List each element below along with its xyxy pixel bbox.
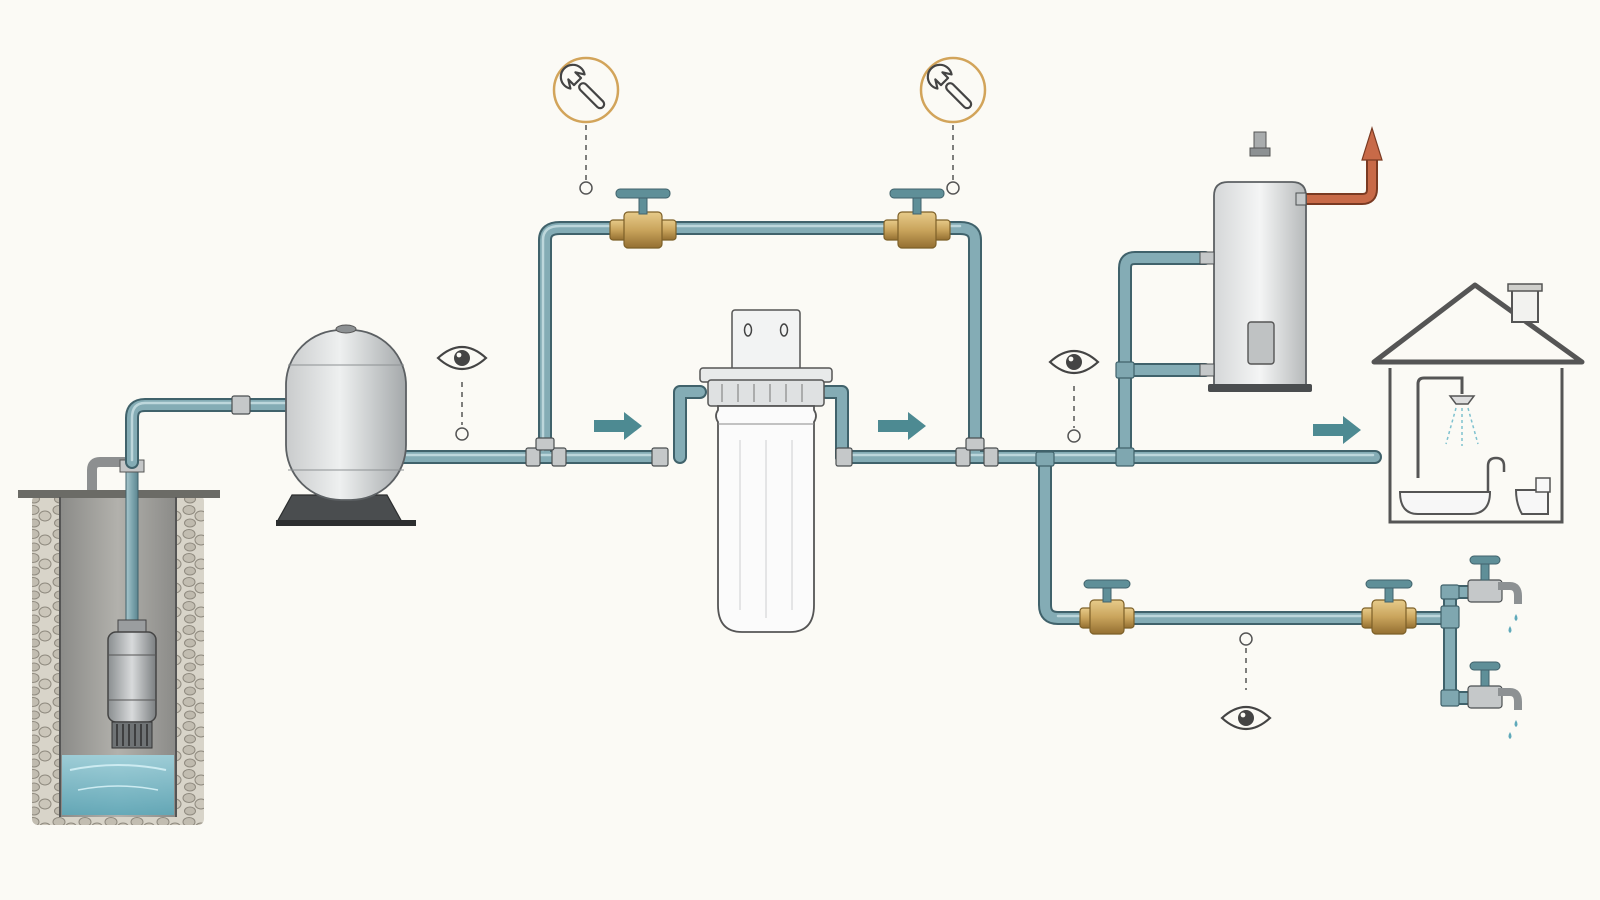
bathtub-icon [1398,491,1492,515]
arrow-right-icon [878,412,926,440]
sediment-filter [699,309,833,633]
flow-2 [878,412,926,440]
eye-icon [436,345,488,371]
inspection-marker-2[interactable] [1048,349,1100,443]
heater-control-panel[interactable] [1247,321,1275,365]
maintenance-marker-1[interactable] [552,56,620,195]
wrench-icon [926,63,973,110]
pressure-tank-icon [285,329,407,501]
outdoor-valve-1[interactable] [1079,579,1135,635]
faucet-icon [1467,685,1503,709]
flow-1 [594,412,642,440]
bypass-valve-outlet[interactable] [883,188,951,249]
shower-head-icon [1448,395,1476,405]
flow-3 [1313,416,1361,444]
valve-icon [897,211,937,249]
house [1371,282,1585,524]
wrench-icon [559,63,606,110]
arrow-right-icon [1313,416,1361,444]
pressure-tank [275,324,416,526]
house-icon [1371,282,1585,365]
bypass-valve-inlet[interactable] [609,188,677,249]
inspection-marker-1[interactable] [436,345,488,441]
eye-icon [1048,349,1100,375]
arrow-up-icon [1361,125,1383,161]
arrow-right-icon [594,412,642,440]
pitless-adapter [87,457,130,490]
valve-icon [1089,599,1125,635]
faucet-icon [1467,579,1503,603]
submersible-pump [107,619,157,749]
pump-icon [107,631,157,723]
valve-handle[interactable] [1365,579,1413,589]
tee-fittings [1035,361,1460,707]
filter-bracket [731,309,801,375]
toilet-icon [1514,489,1549,515]
sink-faucet-icon [1486,456,1506,492]
valve-handle[interactable] [615,188,671,199]
valve-handle[interactable] [889,188,945,199]
valve-icon [623,211,663,249]
water-heater [1199,131,1312,392]
inspection-marker-3[interactable] [1220,632,1272,731]
pipe-fittings [231,395,999,467]
outdoor-valve-2[interactable] [1361,579,1417,635]
hose-bib-upper[interactable] [1467,555,1522,633]
well-cap-ground [18,490,220,498]
eye-icon [1220,705,1272,731]
hose-bib-lower[interactable] [1467,661,1522,739]
drop-pipe [125,454,139,626]
valve-handle[interactable] [1083,579,1131,589]
maintenance-marker-2[interactable] [919,56,987,195]
valve-icon [1371,599,1407,635]
